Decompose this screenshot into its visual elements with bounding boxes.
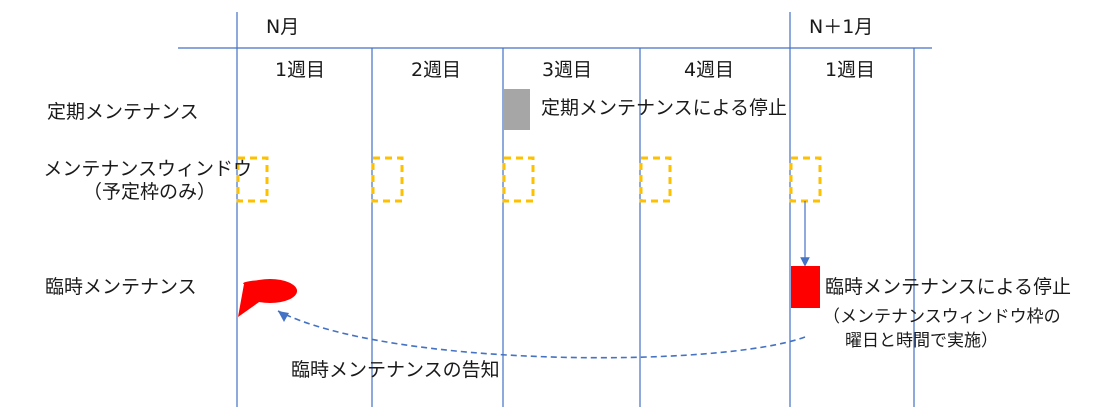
notice-curved-arrow xyxy=(277,310,806,359)
notice-label: 臨時メンテナンスの告知 xyxy=(291,359,500,381)
emergency-note-line1: （メンテナンスウィンドウ枠の xyxy=(823,307,1061,327)
maintenance-window-box xyxy=(236,156,269,203)
maintenance-window-box xyxy=(789,156,822,203)
maintenance-window-box xyxy=(502,156,535,203)
week-header: 1週目 xyxy=(824,59,876,81)
speech-bubble-body xyxy=(243,279,297,303)
week-header: 3週目 xyxy=(541,59,593,81)
maintenance-window-box xyxy=(371,156,404,203)
row-label-emergency: 臨時メンテナンス xyxy=(45,276,197,298)
notice-curved-arrowhead xyxy=(278,311,289,322)
week-header: 4週目 xyxy=(683,59,735,81)
scheduled-stop-label: 定期メンテナンスによる停止 xyxy=(541,97,788,119)
emergency-stop-label: 臨時メンテナンスによる停止 xyxy=(825,276,1072,298)
row-label-window-line1: メンテナンスウィンドウ xyxy=(43,158,252,180)
emergency-note-line2: 曜日と時間で実施） xyxy=(845,331,998,351)
month-header-n-plus-1: N＋1月 xyxy=(809,16,874,38)
row-label-window-line2: （予定枠のみ） xyxy=(82,181,216,203)
emergency-maintenance-stop-block xyxy=(791,266,820,308)
week-header: 2週目 xyxy=(410,59,462,81)
row-label-scheduled: 定期メンテナンス xyxy=(47,101,199,123)
month-header-n: N月 xyxy=(266,16,300,38)
maintenance-window-box xyxy=(639,156,672,203)
scheduled-maintenance-stop-block xyxy=(503,89,530,130)
week-header: 1週目 xyxy=(274,59,326,81)
